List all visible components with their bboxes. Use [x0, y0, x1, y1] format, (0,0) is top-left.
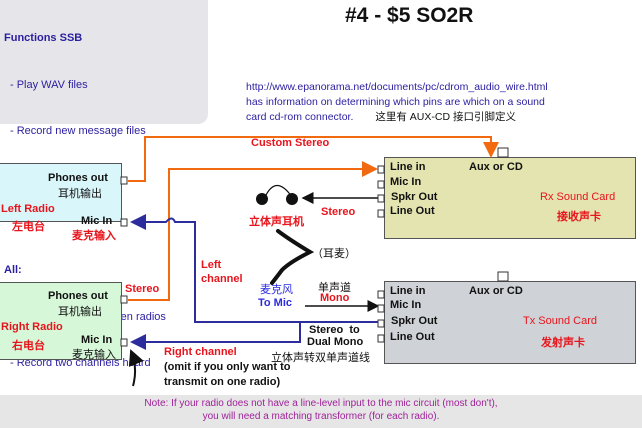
omit-note-1: (omit if you only want to	[164, 361, 291, 373]
tx-card-name: Tx Sound Card	[523, 315, 597, 327]
left-radio-box	[0, 163, 122, 222]
right-mic-in-port	[120, 338, 128, 347]
tx-sound-card-box	[384, 281, 636, 364]
reference-line3: card cd-rom connector.	[246, 111, 354, 123]
headphones-stereo-label: Stereo	[321, 206, 356, 218]
stereo-dual-cn-label: 立体声转双单声道线	[271, 352, 370, 364]
note-bar	[0, 395, 642, 428]
tx-line-in-port	[377, 290, 385, 299]
right-phones-out-label: Phones out	[48, 290, 108, 302]
tx-line-in-label: Line in	[390, 285, 426, 297]
headset-cn-label: （耳麦）	[312, 248, 356, 260]
rx-line-out-port	[377, 209, 385, 218]
right-phones-out-cn-label: 耳机输出	[58, 306, 102, 318]
to-mic-label: To Mic	[258, 297, 293, 309]
right-radio-name: Right Radio	[1, 321, 63, 333]
right-mic-in-cn-label: 麦克输入	[72, 349, 116, 361]
tx-mic-in-port	[377, 304, 385, 313]
omit-note-2: transmit on one radio)	[164, 376, 281, 388]
note-text: Note: If your radio does not have a line…	[0, 397, 642, 423]
rx-aux-port	[497, 147, 509, 158]
mono-label: Mono	[320, 292, 350, 304]
rx-line-in-label: Line in	[390, 161, 426, 173]
page-title: #4 - $5 SO2R	[345, 4, 474, 27]
tx-aux-label: Aux or CD	[469, 285, 523, 297]
rx-aux-label: Aux or CD	[469, 161, 523, 173]
ssb-item: - Play WAV files	[10, 78, 88, 91]
left-channel-label-1: Left	[201, 259, 222, 271]
headphones-cn-label: 立体声耳机	[249, 216, 304, 228]
left-radio-name: Left Radio	[1, 203, 55, 215]
reference-url[interactable]: http://www.epanorama.net/documents/pc/cd…	[246, 81, 548, 93]
rx-line-in-port	[377, 165, 385, 174]
tx-line-out-port	[377, 334, 385, 343]
tx-spkr-out-port	[377, 319, 385, 328]
wire-left-channel	[130, 214, 378, 323]
mic-cn-label: 麦克风	[260, 284, 293, 296]
reference-cn-note: 这里有 AUX-CD 接口引脚定义	[375, 111, 516, 123]
left-mic-in-port	[120, 218, 128, 227]
rx-line-out-label: Line Out	[390, 205, 435, 217]
right-phones-out-port	[120, 295, 128, 304]
left-radio-cn-name: 左电台	[12, 221, 45, 233]
mono-cn-label: 单声道	[318, 282, 351, 294]
left-mic-in-label: Mic In	[81, 215, 113, 227]
rx-spkr-out-port	[377, 194, 385, 203]
tx-aux-port	[497, 271, 509, 282]
headphones-icon	[256, 184, 298, 205]
rx-spkr-out-label: Spkr Out	[391, 191, 438, 203]
rx-mic-in-label: Mic In	[390, 176, 422, 188]
tx-card-cn-name: 发射声卡	[541, 337, 585, 349]
note-line2: you will need a matching transformer (fo…	[202, 411, 440, 422]
right-mic-in-label: Mic In	[81, 334, 113, 346]
custom-stereo-label: Custom Stereo	[251, 137, 330, 149]
reference-line2: has information on determining which pin…	[246, 96, 545, 108]
wire-right-phones-stereo	[128, 161, 378, 301]
stereo-to-label: Stereo to	[309, 324, 360, 336]
rx-sound-card-box	[384, 157, 636, 239]
left-phones-out-port	[120, 176, 128, 185]
tx-spkr-out-label: Spkr Out	[391, 315, 438, 327]
right-channel-label: Right channel	[164, 346, 237, 358]
ssb-item: - Record new message files	[10, 125, 146, 137]
tx-line-out-label: Line Out	[390, 331, 435, 343]
headset-cord-icon	[270, 229, 315, 285]
functions-ssb-title: Functions SSB	[4, 32, 83, 44]
reference-text: http://www.epanorama.net/documents/pc/cd…	[246, 80, 548, 125]
dual-mono-label: Dual Mono	[307, 336, 364, 348]
right-radio-cn-name: 右电台	[12, 340, 45, 352]
right-mic-pointer-arrow	[128, 349, 144, 387]
note-line1: Note: If your radio does not have a line…	[144, 398, 498, 409]
rx-mic-in-port	[377, 180, 385, 189]
right-radio-box	[0, 282, 122, 360]
all-title: All:	[4, 264, 22, 276]
left-channel-label-2: channel	[201, 273, 243, 285]
left-phones-out-cn-label: 耳机输出	[58, 188, 102, 200]
functions-info-box	[0, 0, 208, 124]
rx-card-name: Rx Sound Card	[540, 191, 616, 203]
wire-right-channel	[130, 322, 301, 350]
rx-card-cn-name: 接收声卡	[557, 211, 601, 223]
left-mic-in-cn-label: 麦克输入	[72, 230, 116, 242]
wire-custom-stereo	[128, 136, 499, 182]
tx-mic-in-label: Mic In	[390, 299, 422, 311]
left-phones-out-label: Phones out	[48, 172, 108, 184]
right-stereo-label: Stereo	[125, 283, 160, 295]
